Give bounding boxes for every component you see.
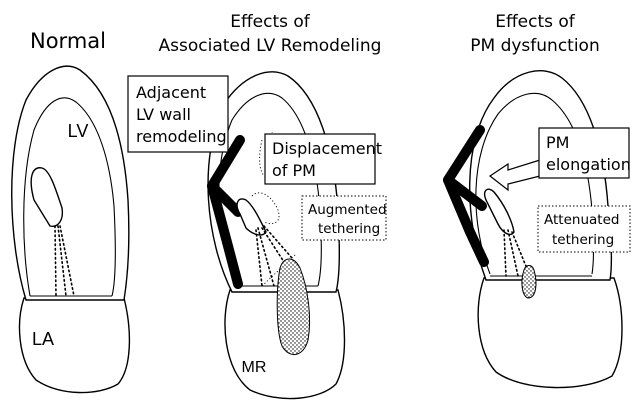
normal-lv-label: LV <box>68 121 89 141</box>
callout-pm-line2: of PM <box>272 161 316 180</box>
pm-tether-line2: tethering <box>552 232 614 248</box>
remodeling-title-line2: Associated LV Remodeling <box>159 36 382 56</box>
panel-normal-title: Normal <box>30 29 106 53</box>
callout-displacement-pm: Displacement of PM <box>265 134 382 184</box>
remodeling-mr-label: MR <box>242 359 267 376</box>
callout-augmented-tethering: Augmented tethering <box>302 196 387 240</box>
panel-pm-dysfunction: Effects of PM dysfunction PM elongation <box>448 12 631 388</box>
panel-remodeling: Effects of Associated LV Remodeling MR <box>128 12 387 399</box>
pm-callout-line2: elongation <box>546 155 631 174</box>
pm-tether-line1: Attenuated <box>544 212 619 228</box>
panel-normal: Normal LV LA <box>12 29 130 393</box>
pm-la-shape <box>478 278 622 388</box>
pm-callout-line1: PM <box>546 133 569 152</box>
callout-wall-line1: Adjacent <box>136 83 206 102</box>
callout-pm-elongation: PM elongation <box>539 128 631 178</box>
callout-pm-line1: Displacement <box>272 139 382 158</box>
normal-la-label: LA <box>32 329 54 349</box>
callout-tether-line2: tethering <box>318 221 380 237</box>
callout-tether-line1: Augmented <box>308 202 387 218</box>
pm-mr-jet <box>522 266 536 299</box>
pm-title-line1: Effects of <box>495 12 576 32</box>
callout-wall-line2: LV wall <box>136 105 191 124</box>
callout-attenuated-tethering: Attenuated tethering <box>538 206 630 252</box>
remodeling-title-line1: Effects of <box>230 12 311 32</box>
callout-adjacent-wall: Adjacent LV wall remodeling <box>128 76 228 152</box>
pm-title-line2: PM dysfunction <box>470 36 599 56</box>
callout-wall-line3: remodeling <box>136 127 227 146</box>
